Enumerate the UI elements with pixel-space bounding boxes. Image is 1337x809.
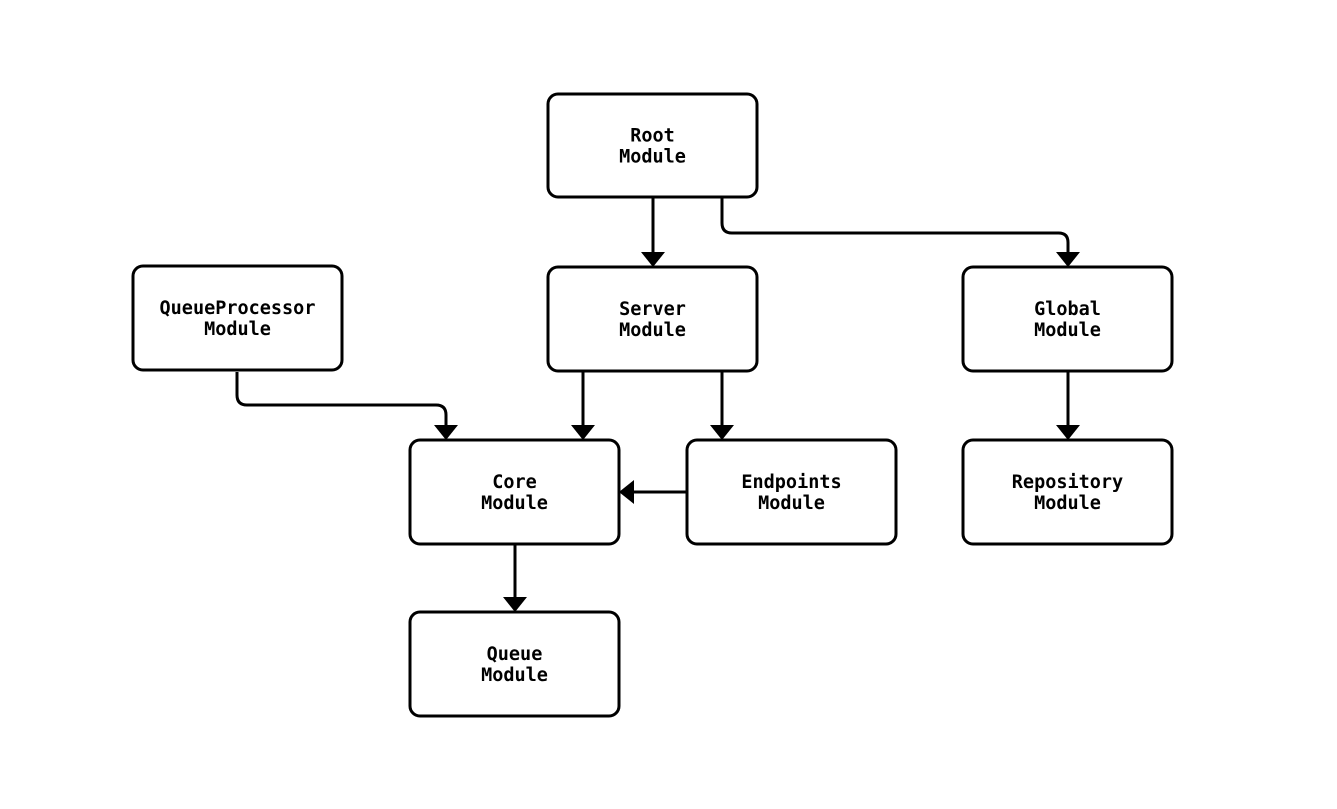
node-box	[408, 438, 621, 546]
node-box	[546, 265, 759, 373]
node-box	[961, 265, 1174, 373]
arrowhead-icon	[434, 425, 458, 440]
node-box	[961, 438, 1174, 546]
edge-global-module-to-repository-module	[1056, 371, 1080, 440]
arrowhead-icon	[503, 597, 527, 612]
node-box	[408, 610, 621, 718]
arrowhead-icon	[710, 425, 734, 440]
arrowhead-icon	[1056, 425, 1080, 440]
arrowhead-icon	[641, 252, 665, 267]
edge-server-module-to-core-module	[571, 371, 595, 440]
edge-endpoints-module-to-core-module	[619, 480, 687, 504]
edge-root-module-to-global-module	[720, 197, 1080, 267]
edge-root-module-to-server-module	[641, 197, 665, 267]
arrowhead-icon	[571, 425, 595, 440]
node-box	[131, 264, 344, 372]
edge-queueprocessor-module-to-core-module	[235, 372, 458, 440]
arrowhead-icon	[619, 480, 634, 504]
edge-line	[720, 197, 1070, 252]
arrowhead-icon	[1056, 252, 1080, 267]
edge-server-module-to-endpoints-module	[710, 371, 734, 440]
edge-core-module-to-queue-module	[503, 544, 527, 612]
node-box	[546, 92, 759, 199]
edge-line	[235, 372, 448, 425]
node-box	[685, 438, 898, 546]
